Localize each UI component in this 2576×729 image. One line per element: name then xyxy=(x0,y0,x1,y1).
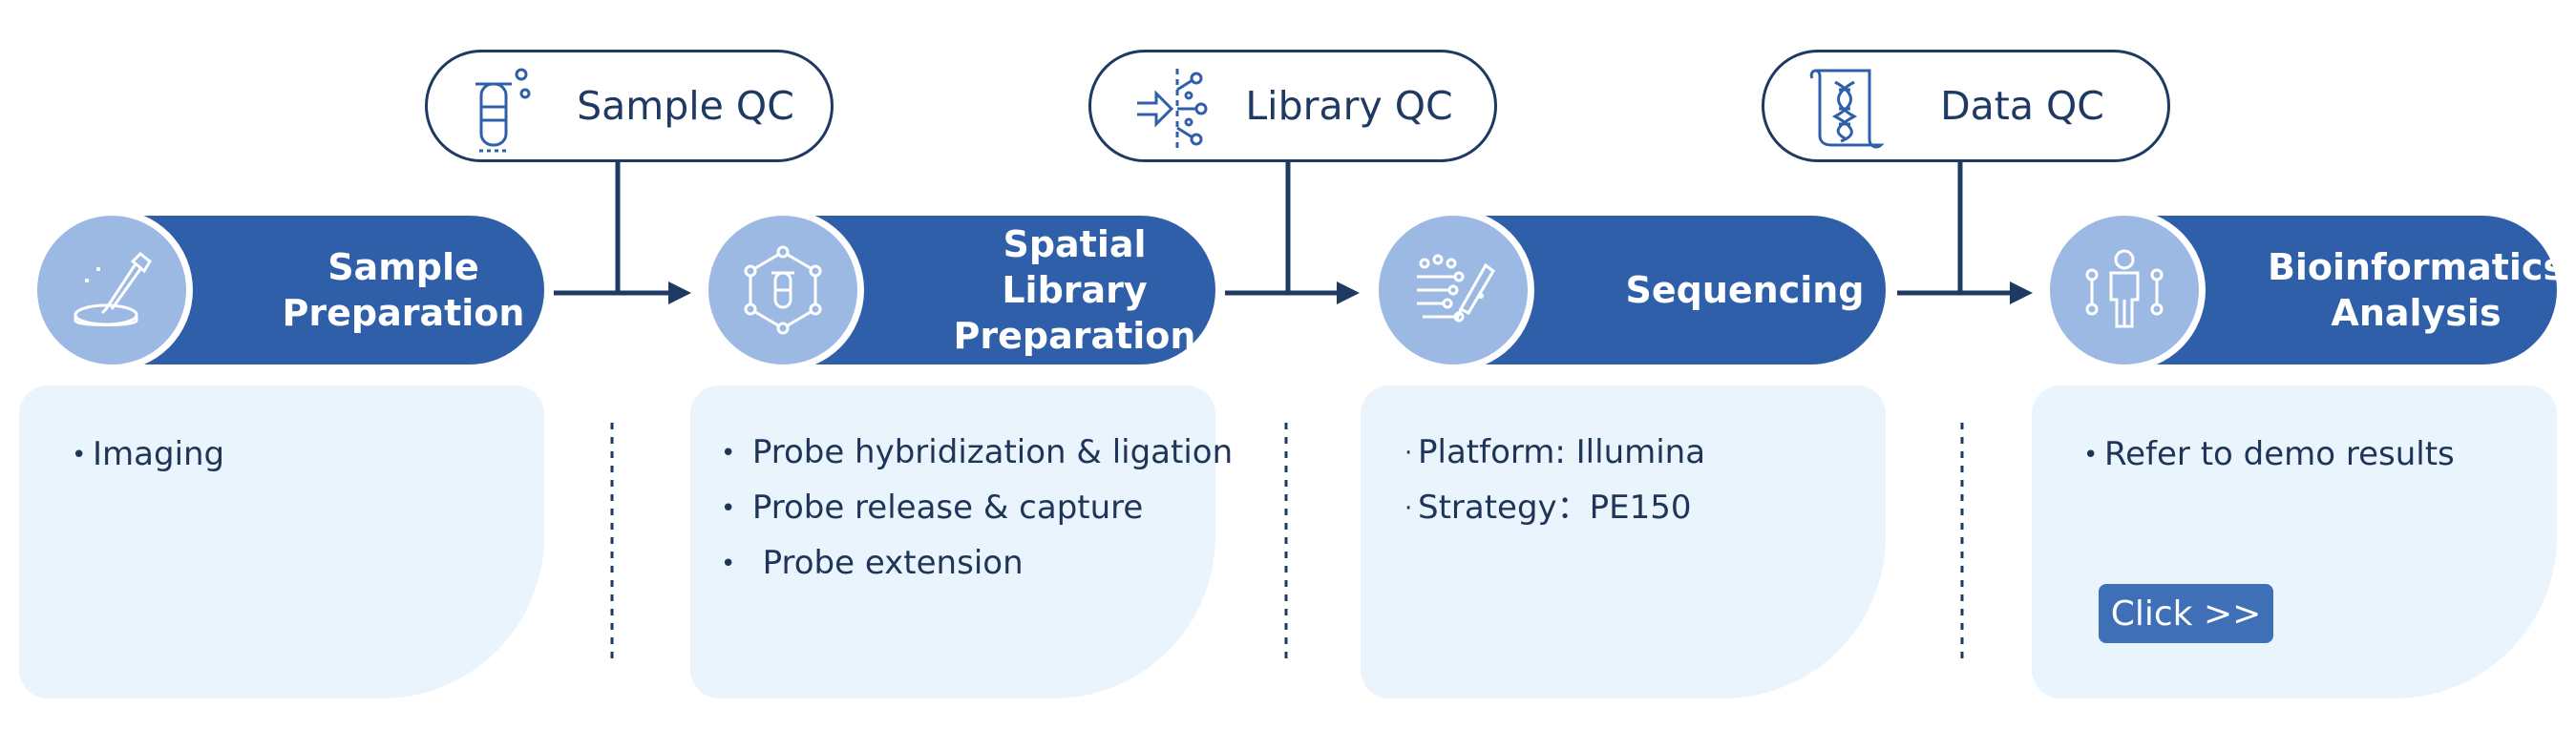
step-icon-disc xyxy=(708,216,857,364)
data-qc-pill: Data QC xyxy=(1762,50,2170,162)
list-item: •Refer to demo results xyxy=(2083,435,2455,473)
step-icon-disc xyxy=(37,216,186,364)
flow-arrowhead-2 xyxy=(1337,281,1360,304)
human-figure-icon xyxy=(2085,249,2164,328)
click-button[interactable]: Click >> xyxy=(2099,584,2273,643)
list-item: • Probe release & capture xyxy=(721,489,1144,527)
step-title: Sequencing xyxy=(1625,269,1865,311)
dna-chip-icon xyxy=(1417,254,1495,323)
flow-arrowhead-1 xyxy=(668,281,691,304)
list-item: • Probe hybridization & ligation xyxy=(721,433,1234,471)
dna-scroll-icon xyxy=(1809,69,1885,149)
sample-qc-pill: Sample QC xyxy=(425,50,834,162)
list-item: •Imaging xyxy=(72,435,225,473)
panel-bioinformatics-analysis: •Refer to demo results Click >> xyxy=(2032,385,2557,698)
test-tube-icon xyxy=(475,68,531,153)
flow-arrowhead-3 xyxy=(2010,281,2033,304)
list-item: • Probe extension xyxy=(721,544,1024,582)
sample-qc-label: Sample QC xyxy=(577,83,794,129)
pipette-dish-icon xyxy=(74,251,152,326)
panel-sample-preparation: •Imaging xyxy=(19,385,544,698)
panel-spatial-library-preparation: • Probe hybridization & ligation • Probe… xyxy=(690,385,1233,698)
panel-sequencing: ·Platform: Illumina ·Strategy：PE150 xyxy=(1361,385,1886,698)
list-item: ·Strategy：PE150 xyxy=(1404,489,1692,527)
step-banner: Sequencing xyxy=(1480,216,1886,364)
library-qc-pill: Library QC xyxy=(1088,50,1497,162)
list-item: ·Platform: Illumina xyxy=(1404,433,1706,471)
step-icon-disc xyxy=(1379,216,1528,364)
step-sequencing: Sequencing xyxy=(1365,216,1886,364)
step-icon-disc xyxy=(2050,216,2199,364)
data-qc-label: Data QC xyxy=(1940,83,2104,129)
library-qc-label: Library QC xyxy=(1245,83,1453,129)
fiber-connector-icon xyxy=(1137,69,1208,149)
molecule-tube-icon xyxy=(744,245,822,335)
